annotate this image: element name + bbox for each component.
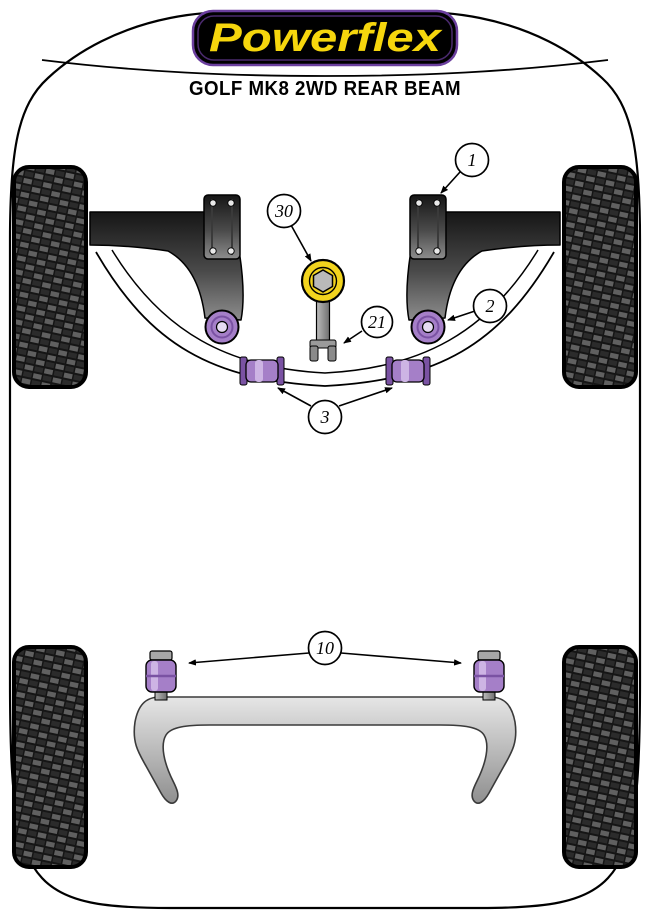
logo-text: Powerflex bbox=[209, 16, 443, 60]
arrow-30 bbox=[290, 224, 312, 262]
callout-2: 2 bbox=[472, 288, 508, 324]
hex-nut-icon bbox=[312, 269, 334, 293]
rear-beam-bush-left bbox=[144, 649, 178, 702]
center-yellow-bush bbox=[300, 258, 346, 304]
front-beam-assembly bbox=[89, 194, 561, 387]
link-shaft bbox=[315, 295, 331, 345]
link-fork-prong bbox=[327, 345, 337, 362]
arrow-10-left bbox=[188, 652, 310, 666]
brand-logo: Powerflex bbox=[191, 9, 459, 67]
callout-3: 3 bbox=[307, 399, 343, 435]
callout-number: 2 bbox=[486, 296, 495, 316]
callout-circle bbox=[307, 399, 343, 435]
beam-bush-left bbox=[239, 356, 285, 386]
arrow-21 bbox=[343, 330, 363, 344]
beam-bush-right bbox=[385, 356, 431, 386]
arrow-3-right bbox=[338, 387, 393, 407]
subframe-outline-outer bbox=[95, 251, 555, 387]
callout-arrows bbox=[188, 171, 476, 666]
car-body-outline bbox=[8, 10, 642, 910]
callout-1: 1 bbox=[454, 142, 490, 178]
arrow-2 bbox=[447, 310, 476, 321]
callouts: 1 30 2 21 3 10 bbox=[266, 142, 508, 666]
callout-10: 10 bbox=[307, 630, 343, 666]
callout-number: 3 bbox=[320, 407, 330, 427]
rear-beam-bush-right bbox=[472, 649, 506, 702]
rear-beam-assembly bbox=[133, 649, 517, 804]
yellow-bush-ring bbox=[308, 266, 338, 296]
diagram-heading: GOLF MK8 2WD REAR BEAM bbox=[189, 78, 461, 100]
callout-circle bbox=[360, 305, 394, 339]
logo-inner-line bbox=[197, 15, 453, 61]
callout-circle bbox=[307, 630, 343, 666]
callout-circle bbox=[454, 142, 490, 178]
trailing-arm-left bbox=[89, 194, 245, 345]
tire-rear-right bbox=[562, 645, 638, 869]
callout-number: 1 bbox=[468, 150, 477, 170]
callout-number: 30 bbox=[274, 201, 293, 221]
arrow-3-left bbox=[277, 387, 312, 407]
arrow-1 bbox=[440, 171, 461, 194]
callout-21: 21 bbox=[360, 305, 394, 339]
cowl-line bbox=[41, 59, 609, 77]
callout-30: 30 bbox=[266, 193, 302, 229]
arrow-10-right bbox=[340, 652, 462, 666]
logo-badge bbox=[191, 9, 459, 67]
callout-circle bbox=[266, 193, 302, 229]
callout-number: 10 bbox=[316, 638, 334, 658]
callout-circle bbox=[472, 288, 508, 324]
drop-link bbox=[309, 295, 337, 362]
callout-number: 21 bbox=[368, 312, 386, 332]
rear-beam-shape bbox=[133, 696, 517, 804]
tire-rear-left bbox=[12, 645, 88, 869]
tire-front-left bbox=[12, 165, 88, 389]
link-fork-prong bbox=[309, 345, 319, 362]
tire-front-right bbox=[562, 165, 638, 389]
